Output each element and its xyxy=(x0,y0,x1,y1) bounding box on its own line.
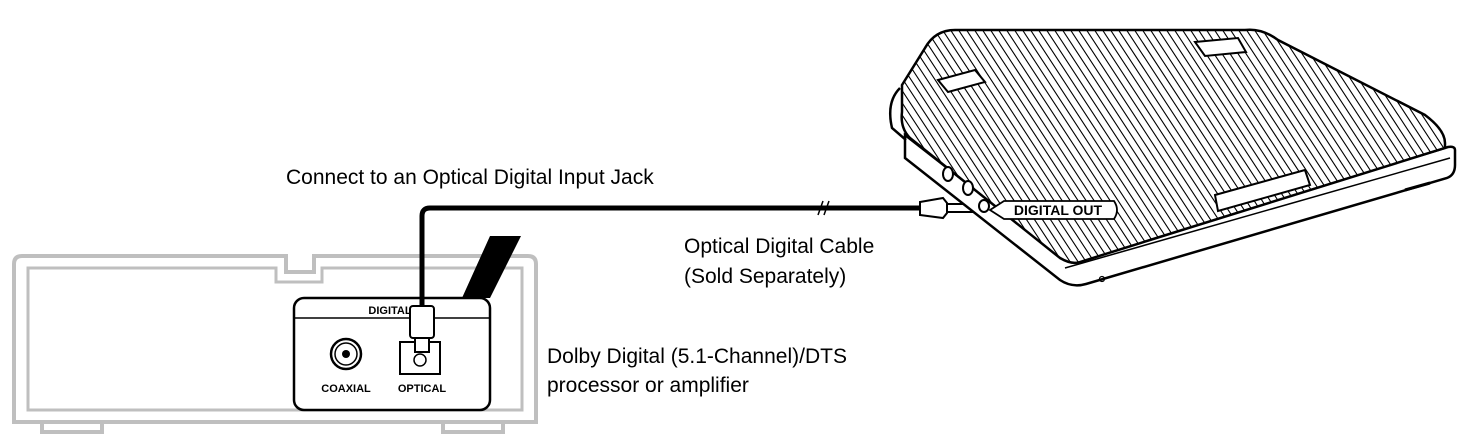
cable-break-mark xyxy=(817,200,830,216)
receiver-body-inner xyxy=(26,266,524,412)
lid-latch-right xyxy=(1193,36,1248,58)
laptop-end-plug xyxy=(919,196,948,220)
cable-line xyxy=(419,205,920,312)
cable-caption-line1: Optical Digital Cable xyxy=(684,235,874,258)
digital-out-tag xyxy=(988,200,1118,220)
callout-pointer xyxy=(462,236,521,298)
lid-front-latch xyxy=(1213,168,1312,213)
side-jacks xyxy=(942,166,990,213)
lid-hinge xyxy=(889,87,907,141)
laptop-front-slot xyxy=(1404,181,1431,192)
receiver-foot-right xyxy=(441,422,505,434)
optical-jack-label: OPTICAL xyxy=(398,383,447,395)
receiver-foot-left xyxy=(40,422,104,434)
lid-latch-left xyxy=(936,68,987,94)
digital-out-label: DIGITAL OUT xyxy=(1014,202,1103,218)
device-caption-line1: Dolby Digital (5.1-Channel)/DTS xyxy=(547,345,847,368)
connect-caption: Connect to an Optical Digital Input Jack xyxy=(286,166,654,189)
rear-panel: DIGITAL COAXIAL OPTICAL xyxy=(292,236,521,412)
lid-texture xyxy=(901,29,1445,263)
panel-title: DIGITAL xyxy=(368,305,411,317)
lid-hatch-lines xyxy=(901,29,1445,263)
laptop-player: DIGITAL OUT xyxy=(889,28,1457,287)
laptop-base-edge xyxy=(1064,157,1451,269)
device-caption-line2: processor or amplifier xyxy=(547,374,749,397)
coaxial-jack-icon xyxy=(329,337,363,371)
laptop-led xyxy=(1098,275,1106,283)
digital-panel xyxy=(292,296,492,412)
receiver-body-outer xyxy=(12,254,538,424)
cable-caption-line2: (Sold Separately) xyxy=(684,265,846,288)
receiver-unit xyxy=(12,254,538,434)
receiver-end-plug-tip xyxy=(414,337,430,353)
receiver-end-plug xyxy=(409,305,435,339)
coaxial-jack-label: COAXIAL xyxy=(321,383,371,395)
optical-jack-port xyxy=(413,353,427,367)
